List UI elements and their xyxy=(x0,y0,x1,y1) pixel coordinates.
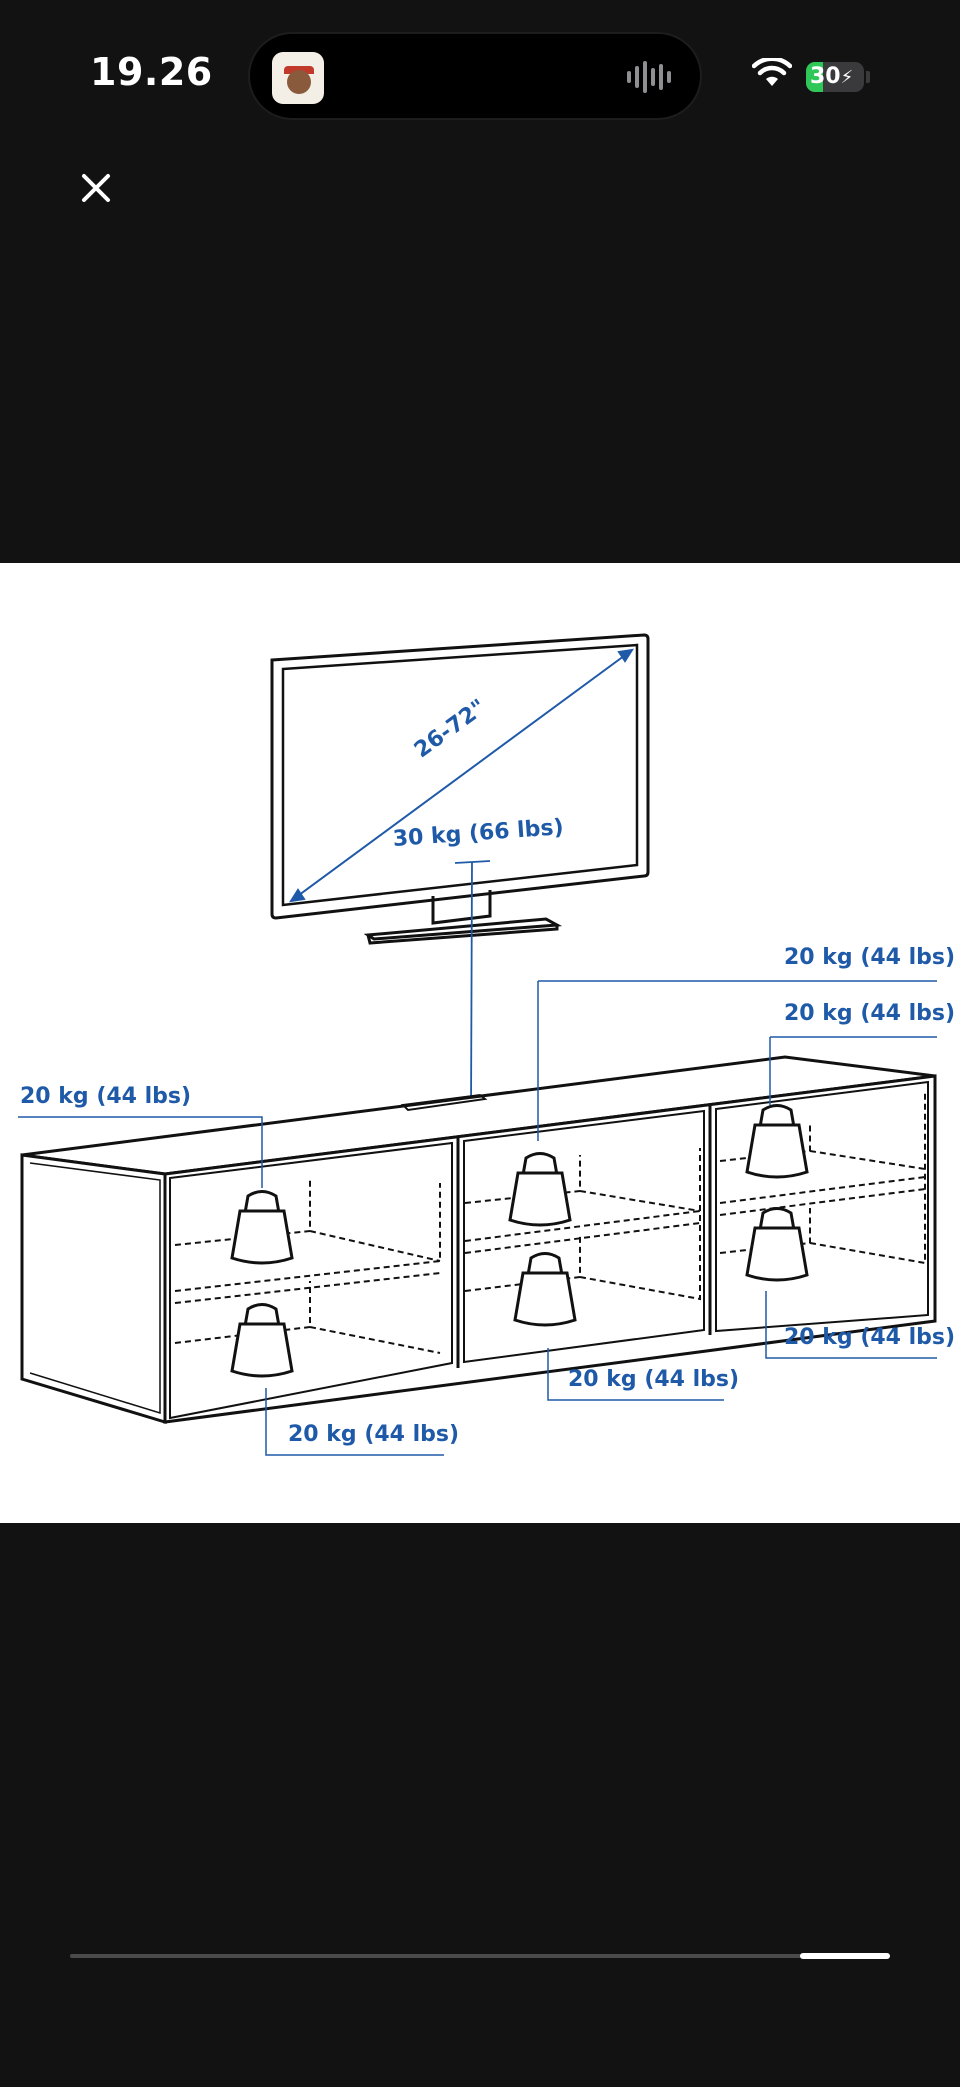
tv-illustration xyxy=(270,633,650,945)
weight-top-right xyxy=(745,1104,809,1179)
image-pager-thumb[interactable] xyxy=(800,1953,890,1959)
dynamic-island[interactable] xyxy=(248,32,702,120)
load-label-bottom-middle: 20 kg (44 lbs) xyxy=(568,1367,740,1392)
label-leaders xyxy=(18,980,937,1456)
battery-percentage: 30 xyxy=(810,64,841,89)
weight-top-left xyxy=(230,1190,294,1265)
close-button[interactable] xyxy=(74,166,118,210)
screen-size-arrow xyxy=(288,648,635,903)
tv-bench-illustration xyxy=(20,1055,937,1425)
weight-bottom-right xyxy=(745,1207,809,1282)
load-label-top-middle: 20 kg (44 lbs) xyxy=(784,945,956,970)
weight-icons xyxy=(230,1104,809,1378)
tv-load-leader xyxy=(454,860,491,1122)
weight-bottom-left xyxy=(230,1303,294,1378)
load-label-top-left: 20 kg (44 lbs) xyxy=(20,1084,192,1109)
load-label-bottom-right: 20 kg (44 lbs) xyxy=(784,1325,956,1350)
tv-bench-load-diagram xyxy=(18,633,937,1456)
image-pager-track[interactable] xyxy=(70,1954,890,1958)
load-label-bottom-left: 20 kg (44 lbs) xyxy=(288,1422,460,1447)
status-bar: 19.26 30⚡ xyxy=(0,0,960,160)
audio-waveform-icon xyxy=(627,61,671,93)
charging-bolt-icon: ⚡ xyxy=(840,67,854,88)
battery-indicator: 30⚡ xyxy=(806,62,864,92)
now-playing-app-icon[interactable] xyxy=(272,52,324,104)
battery-fill xyxy=(806,62,824,92)
product-image[interactable]: 26-72" 30 kg (66 lbs) 20 kg (44 lbs) 20 … xyxy=(0,563,960,1523)
close-icon xyxy=(82,174,110,202)
wifi-icon xyxy=(752,58,792,86)
clock: 19.26 xyxy=(90,50,213,94)
load-label-top-right: 20 kg (44 lbs) xyxy=(784,1001,956,1026)
weight-top-middle xyxy=(508,1152,572,1227)
weight-bottom-middle xyxy=(513,1252,577,1327)
battery-nub xyxy=(866,71,870,83)
